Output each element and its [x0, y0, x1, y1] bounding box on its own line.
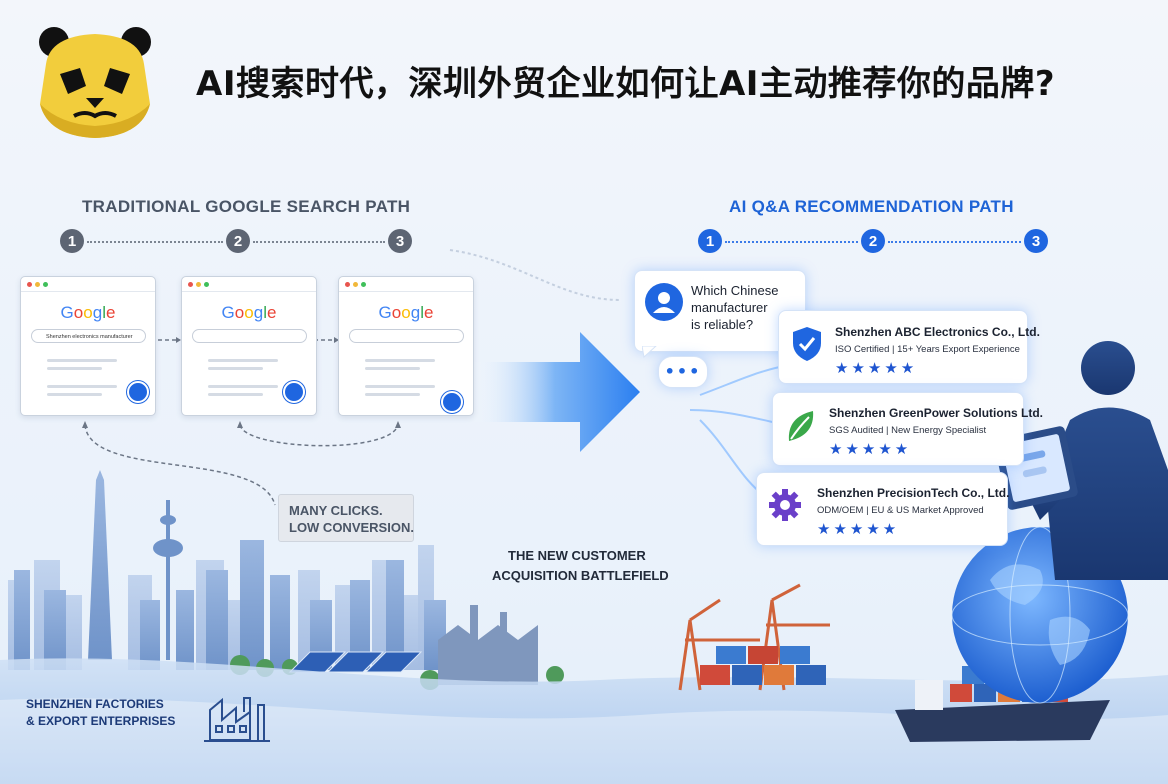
recommendation-card-3[interactable]: Shenzhen PrecisionTech Co., Ltd. ODM/OEM… — [756, 472, 1010, 546]
recommendation-card-1[interactable]: Shenzhen ABC Electronics Co., Ltd. ISO C… — [778, 310, 1040, 384]
browser-titlebar — [339, 277, 473, 292]
company-name: Shenzhen ABC Electronics Co., Ltd. — [835, 325, 1040, 339]
traditional-dotline-1 — [87, 241, 223, 243]
click-target-icon[interactable] — [283, 381, 305, 403]
containers — [700, 646, 826, 685]
question-line-3: is reliable? — [691, 317, 754, 332]
traditional-step-3: 3 — [388, 229, 412, 253]
traditional-dotline-2 — [253, 241, 385, 243]
battlefield-label-line-1: THE NEW CUSTOMER — [508, 548, 646, 563]
bubble-tail-icon — [642, 346, 657, 358]
traditional-step-1: 1 — [60, 229, 84, 253]
question-line-1: Which Chinese — [691, 283, 779, 298]
typing-dots: ••• — [664, 362, 702, 381]
gear-icon — [769, 489, 801, 521]
port-cranes — [678, 583, 830, 691]
browser-window-3: Google — [338, 276, 474, 416]
typing-bubble: ••• — [658, 356, 708, 388]
panda-mascot-icon — [39, 27, 151, 138]
company-name: Shenzhen GreenPower Solutions Ltd. — [829, 406, 1044, 420]
browser-titlebar — [21, 277, 155, 292]
question-bubble: Which Chinese manufacturer is reliable? — [634, 270, 806, 352]
factories-label-line-2: & EXPORT ENTERPRISES — [26, 714, 176, 728]
click-target-icon[interactable] — [441, 391, 463, 413]
factory — [438, 605, 538, 685]
ai-dotline-2 — [888, 241, 1021, 243]
ai-step-2: 2 — [861, 229, 885, 253]
browser-titlebar — [182, 277, 316, 292]
user-avatar-icon — [645, 283, 683, 321]
ai-step-3: 3 — [1024, 229, 1048, 253]
battlefield-label-line-2: ACQUISITION BATTLEFIELD — [492, 568, 669, 583]
ai-step-1: 1 — [698, 229, 722, 253]
ai-path-title: AI Q&A RECOMMENDATION PATH — [729, 197, 1014, 216]
google-logo: Google — [60, 303, 116, 322]
search-input[interactable] — [192, 329, 307, 343]
factory-outline-icon — [204, 697, 270, 742]
traditional-path-title: TRADITIONAL GOOGLE SEARCH PATH — [82, 197, 411, 216]
note-line-1: MANY CLICKS. — [289, 503, 383, 518]
company-name: Shenzhen PrecisionTech Co., Ltd. — [817, 486, 1010, 500]
note-line-2: LOW CONVERSION. — [289, 520, 414, 535]
leaf-icon — [788, 411, 814, 441]
company-details: SGS Audited | New Energy Specialist — [829, 425, 987, 436]
company-details: ODM/OEM | EU & US Market Approved — [817, 505, 984, 516]
tv-tower — [153, 500, 183, 660]
click-target-icon[interactable] — [127, 381, 149, 403]
many-clicks-note: MANY CLICKS. LOW CONVERSION. — [278, 494, 414, 542]
rating-stars: ★★★★★ — [829, 440, 912, 458]
factories-label-line-1: SHENZHEN FACTORIES — [26, 697, 164, 711]
search-input[interactable]: Shenzhen electronics manufacturer — [31, 329, 146, 343]
question-line-2: manufacturer — [691, 300, 768, 315]
browser-window-2: Google — [181, 276, 317, 416]
connector-arrowheads — [82, 337, 401, 428]
cargo-ship — [895, 666, 1110, 742]
google-logo: Google — [378, 303, 434, 322]
shield-check-icon — [793, 327, 821, 361]
page-title: AI搜索时代，深圳外贸企业如何让AI主动推荐你的品牌? — [196, 64, 1056, 104]
google-logo: Google — [221, 303, 277, 322]
company-details: ISO Certified | 15+ Years Export Experie… — [835, 344, 1020, 355]
rating-stars: ★★★★★ — [817, 520, 900, 538]
traditional-step-2: 2 — [226, 229, 250, 253]
solar-panels — [288, 651, 423, 673]
ai-dotline-1 — [725, 241, 858, 243]
browser-connectors — [84, 339, 399, 506]
rating-stars: ★★★★★ — [835, 359, 918, 377]
browser-window-1: Google Shenzhen electronics manufacturer — [20, 276, 156, 416]
recommendation-card-2[interactable]: Shenzhen GreenPower Solutions Ltd. SGS A… — [772, 392, 1043, 466]
transition-arrow-icon — [470, 332, 640, 452]
search-input[interactable] — [349, 329, 464, 343]
